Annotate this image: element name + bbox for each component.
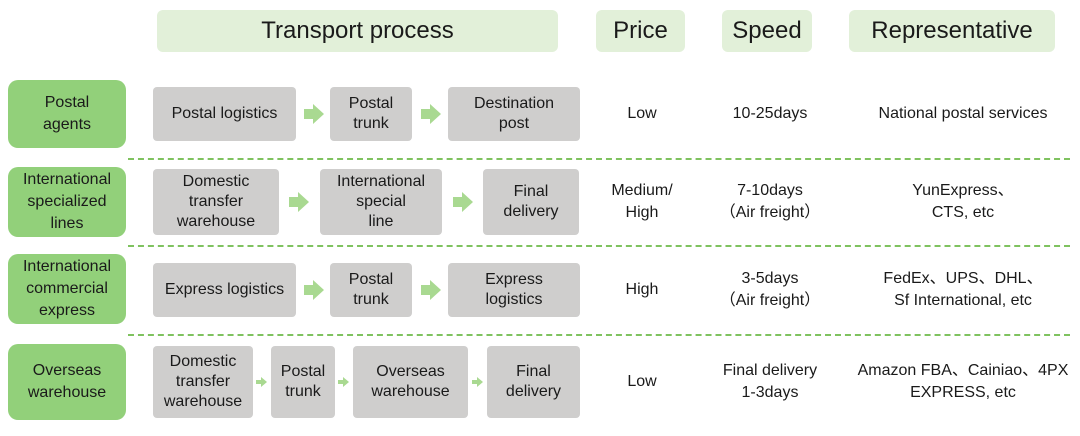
arrow-right-icon [289,192,309,212]
representative-international-commercial-express: FedEx、UPS、DHL、 Sf International, etc [883,270,1043,309]
representative-overseas-warehouse: Amazon FBA、Cainiao、4PX EXPRESS, etc [857,362,1069,401]
price-international-specialized-lines: Medium/ High [611,182,673,221]
step-express-logistics: Express logistics [153,263,296,317]
price-international-commercial-express: High [625,281,659,298]
step-domestic-transfer-warehouse: Domestic transfer warehouse [153,169,279,235]
price-postal-agents: Low [627,105,657,122]
arrow-right-icon [304,280,324,300]
speed-international-specialized-lines: 7-10days （Air freight） [719,182,821,221]
row-separator [128,245,1070,247]
arrow-right-icon [421,280,441,300]
step-postal-trunk: Postal trunk [330,87,412,141]
header-speed: Speed [722,10,812,52]
category-postal-agents: Postal agents [8,80,126,148]
row-separator [128,158,1070,160]
arrow-right-icon [304,104,324,124]
header-price: Price [596,10,685,52]
arrow-right-icon [256,377,267,387]
header-transport-process: Transport process [157,10,558,52]
step-postal-logistics: Postal logistics [153,87,296,141]
category-international-commercial-express: International commercial express [8,254,126,324]
speed-international-commercial-express: 3-5days （Air freight） [719,270,821,309]
arrow-right-icon [472,377,483,387]
category-international-specialized-lines: International specialized lines [8,167,126,237]
step-overseas-warehouse: Overseas warehouse [353,346,468,418]
arrow-right-icon [338,377,349,387]
step-domestic-transfer-warehouse: Domestic transfer warehouse [153,346,253,418]
price-overseas-warehouse: Low [627,373,657,390]
header-representative: Representative [849,10,1055,52]
speed-postal-agents: 10-25days [732,105,808,122]
step-postal-trunk: Postal trunk [271,346,335,418]
step-final-delivery: Final delivery [487,346,580,418]
speed-overseas-warehouse: Final delivery 1-3days [722,362,818,401]
category-overseas-warehouse: Overseas warehouse [8,344,126,420]
step-express-logistics-final: Express logistics [448,263,580,317]
step-postal-trunk: Postal trunk [330,263,412,317]
arrow-right-icon [453,192,473,212]
arrow-right-icon [421,104,441,124]
row-separator [128,334,1070,336]
step-international-special-line: International special line [320,169,442,235]
step-final-delivery: Final delivery [483,169,579,235]
representative-postal-agents: National postal services [878,105,1048,122]
representative-international-specialized-lines: YunExpress、 CTS, etc [912,182,1014,221]
step-destination-post: Destination post [448,87,580,141]
